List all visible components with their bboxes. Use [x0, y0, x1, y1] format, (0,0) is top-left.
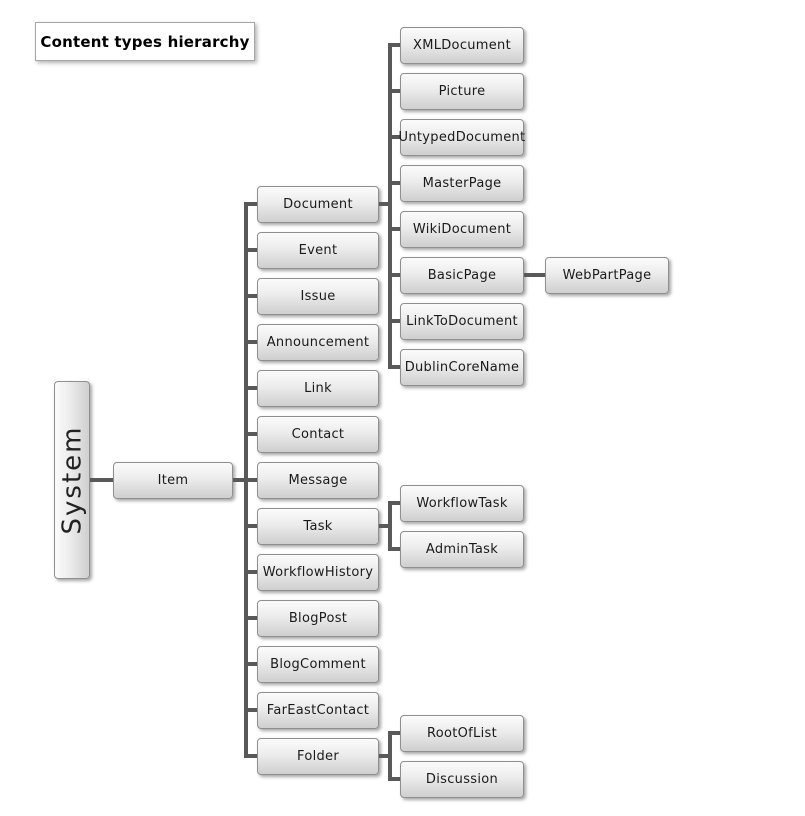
- node-label: Document: [283, 196, 353, 212]
- trunk-stub: [392, 43, 400, 47]
- node-label: MasterPage: [422, 175, 502, 191]
- node-label: Discussion: [425, 771, 499, 787]
- node-label: Contact: [291, 426, 345, 442]
- node-label: BlogComment: [270, 656, 366, 672]
- node-label: Announcement: [266, 334, 370, 350]
- node-announcement: Announcement: [257, 323, 379, 361]
- node-rootoflist: RootOfList: [400, 714, 524, 752]
- node-workflowhistory: WorkflowHistory: [257, 553, 379, 591]
- node-label: RootOfList: [427, 725, 497, 741]
- node-dublincorename: DublinCoreName: [400, 348, 524, 386]
- node-event: Event: [257, 231, 379, 269]
- item-children-trunk: [244, 202, 248, 758]
- diagram-title: Content types hierarchy: [40, 32, 250, 51]
- parent-trunk-connector: [379, 754, 392, 758]
- node-label: DublinCoreName: [404, 359, 520, 375]
- node-webpartpage: WebPartPage: [545, 256, 669, 294]
- trunk-stub: [392, 319, 400, 323]
- node-masterpage: MasterPage: [400, 164, 524, 202]
- trunk-stub: [392, 273, 400, 277]
- trunk-stub: [392, 89, 400, 93]
- node-label: Issue: [300, 288, 336, 304]
- trunk-stub: [392, 181, 400, 185]
- node-fareastcontact: FarEastContact: [257, 691, 379, 729]
- node-item: Item: [113, 461, 233, 499]
- trunk-stub: [392, 365, 400, 369]
- node-label: BlogPost: [288, 610, 348, 626]
- node-label: FarEastContact: [266, 702, 370, 718]
- node-label: WorkflowTask: [416, 495, 508, 511]
- node-wikidocument: WikiDocument: [400, 210, 524, 248]
- trunk-stub: [392, 731, 400, 735]
- node-label: UntypedDocument: [398, 129, 526, 145]
- trunk-stub: [248, 662, 257, 666]
- node-label: WikiDocument: [412, 221, 512, 237]
- node-label: Picture: [438, 83, 486, 99]
- node-xmldocument: XMLDocument: [400, 26, 524, 64]
- node-label: BasicPage: [427, 267, 497, 283]
- node-issue: Issue: [257, 277, 379, 315]
- trunk-stub: [248, 386, 257, 390]
- node-basicpage: BasicPage: [400, 256, 524, 294]
- node-blogcomment: BlogComment: [257, 645, 379, 683]
- node-folder: Folder: [257, 737, 379, 775]
- node-blogpost: BlogPost: [257, 599, 379, 637]
- node-untypeddocument: UntypedDocument: [398, 118, 526, 156]
- node-label: System: [57, 425, 87, 535]
- trunk-stub: [248, 478, 257, 482]
- node-label: XMLDocument: [412, 37, 511, 53]
- trunk-stub: [248, 248, 257, 252]
- parent-trunk-connector: [379, 524, 392, 528]
- children-trunk: [388, 43, 392, 369]
- node-system: System: [54, 381, 90, 579]
- node-admintask: AdminTask: [400, 530, 524, 568]
- node-linktodocument: LinkToDocument: [400, 302, 524, 340]
- node-label: AdminTask: [425, 541, 499, 557]
- trunk-stub: [248, 754, 257, 758]
- trunk-stub: [248, 340, 257, 344]
- trunk-stub: [248, 294, 257, 298]
- trunk-stub: [392, 227, 400, 231]
- trunk-stub: [392, 777, 400, 781]
- parent-trunk-connector: [379, 202, 392, 206]
- trunk-stub: [248, 432, 257, 436]
- trunk-stub: [392, 135, 400, 139]
- node-contact: Contact: [257, 415, 379, 453]
- node-label: Task: [303, 518, 333, 534]
- node-task: Task: [257, 507, 379, 545]
- trunk-stub: [248, 202, 257, 206]
- node-document: Document: [257, 185, 379, 223]
- trunk-stub: [392, 547, 400, 551]
- node-label: Folder: [297, 748, 339, 764]
- node-discussion: Discussion: [400, 760, 524, 798]
- node-workflowtask: WorkflowTask: [400, 484, 524, 522]
- trunk-stub: [248, 616, 257, 620]
- trunk-stub: [392, 501, 400, 505]
- node-label: LinkToDocument: [406, 313, 518, 329]
- node-message: Message: [257, 461, 379, 499]
- node-label: Link: [304, 380, 332, 396]
- node-label: Item: [157, 472, 189, 488]
- trunk-stub: [248, 524, 257, 528]
- node-link: Link: [257, 369, 379, 407]
- child-connector: [524, 273, 545, 277]
- node-picture: Picture: [400, 72, 524, 110]
- node-label: Message: [288, 472, 348, 488]
- system-item-connector: [90, 478, 113, 482]
- node-label: Event: [298, 242, 338, 258]
- trunk-stub: [248, 708, 257, 712]
- node-label: WebPartPage: [562, 267, 652, 283]
- node-label: WorkflowHistory: [262, 564, 374, 580]
- trunk-stub: [248, 570, 257, 574]
- diagram-title-box: Content types hierarchy: [35, 22, 255, 61]
